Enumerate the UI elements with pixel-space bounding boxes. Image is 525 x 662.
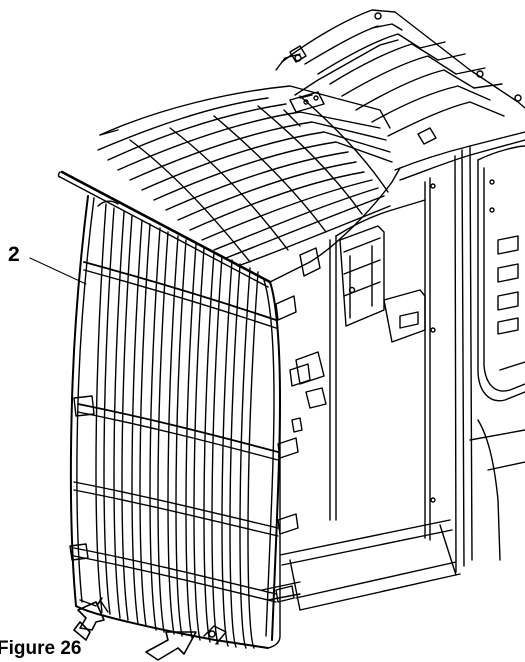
arrow-up-icon: [73, 597, 105, 641]
arrow-right-icon: [145, 631, 197, 661]
callout-label-2: 2: [8, 243, 20, 266]
front-guard: [69, 195, 311, 649]
figure-caption: Figure 26: [0, 638, 82, 659]
cab-body: [261, 9, 525, 611]
top-guard: [57, 85, 401, 288]
callout-leader-line: [29, 257, 87, 285]
